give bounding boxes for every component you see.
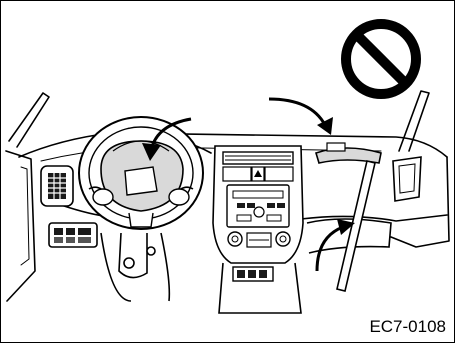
steering-column xyxy=(101,233,169,301)
left-side-panel xyxy=(6,151,35,301)
left-switch-panel xyxy=(49,223,97,247)
right-air-vent xyxy=(393,157,421,201)
passenger-dash-item xyxy=(316,143,381,163)
steering-wheel xyxy=(79,117,203,229)
curved-arrow-icon xyxy=(269,99,333,135)
left-a-pillar xyxy=(9,93,49,147)
center-console xyxy=(213,146,303,313)
sticker xyxy=(125,167,157,195)
figure-code: EC7-0108 xyxy=(369,317,446,337)
prohibition-icon xyxy=(346,24,416,94)
right-a-pillar xyxy=(399,91,429,151)
left-air-vent xyxy=(41,166,73,206)
